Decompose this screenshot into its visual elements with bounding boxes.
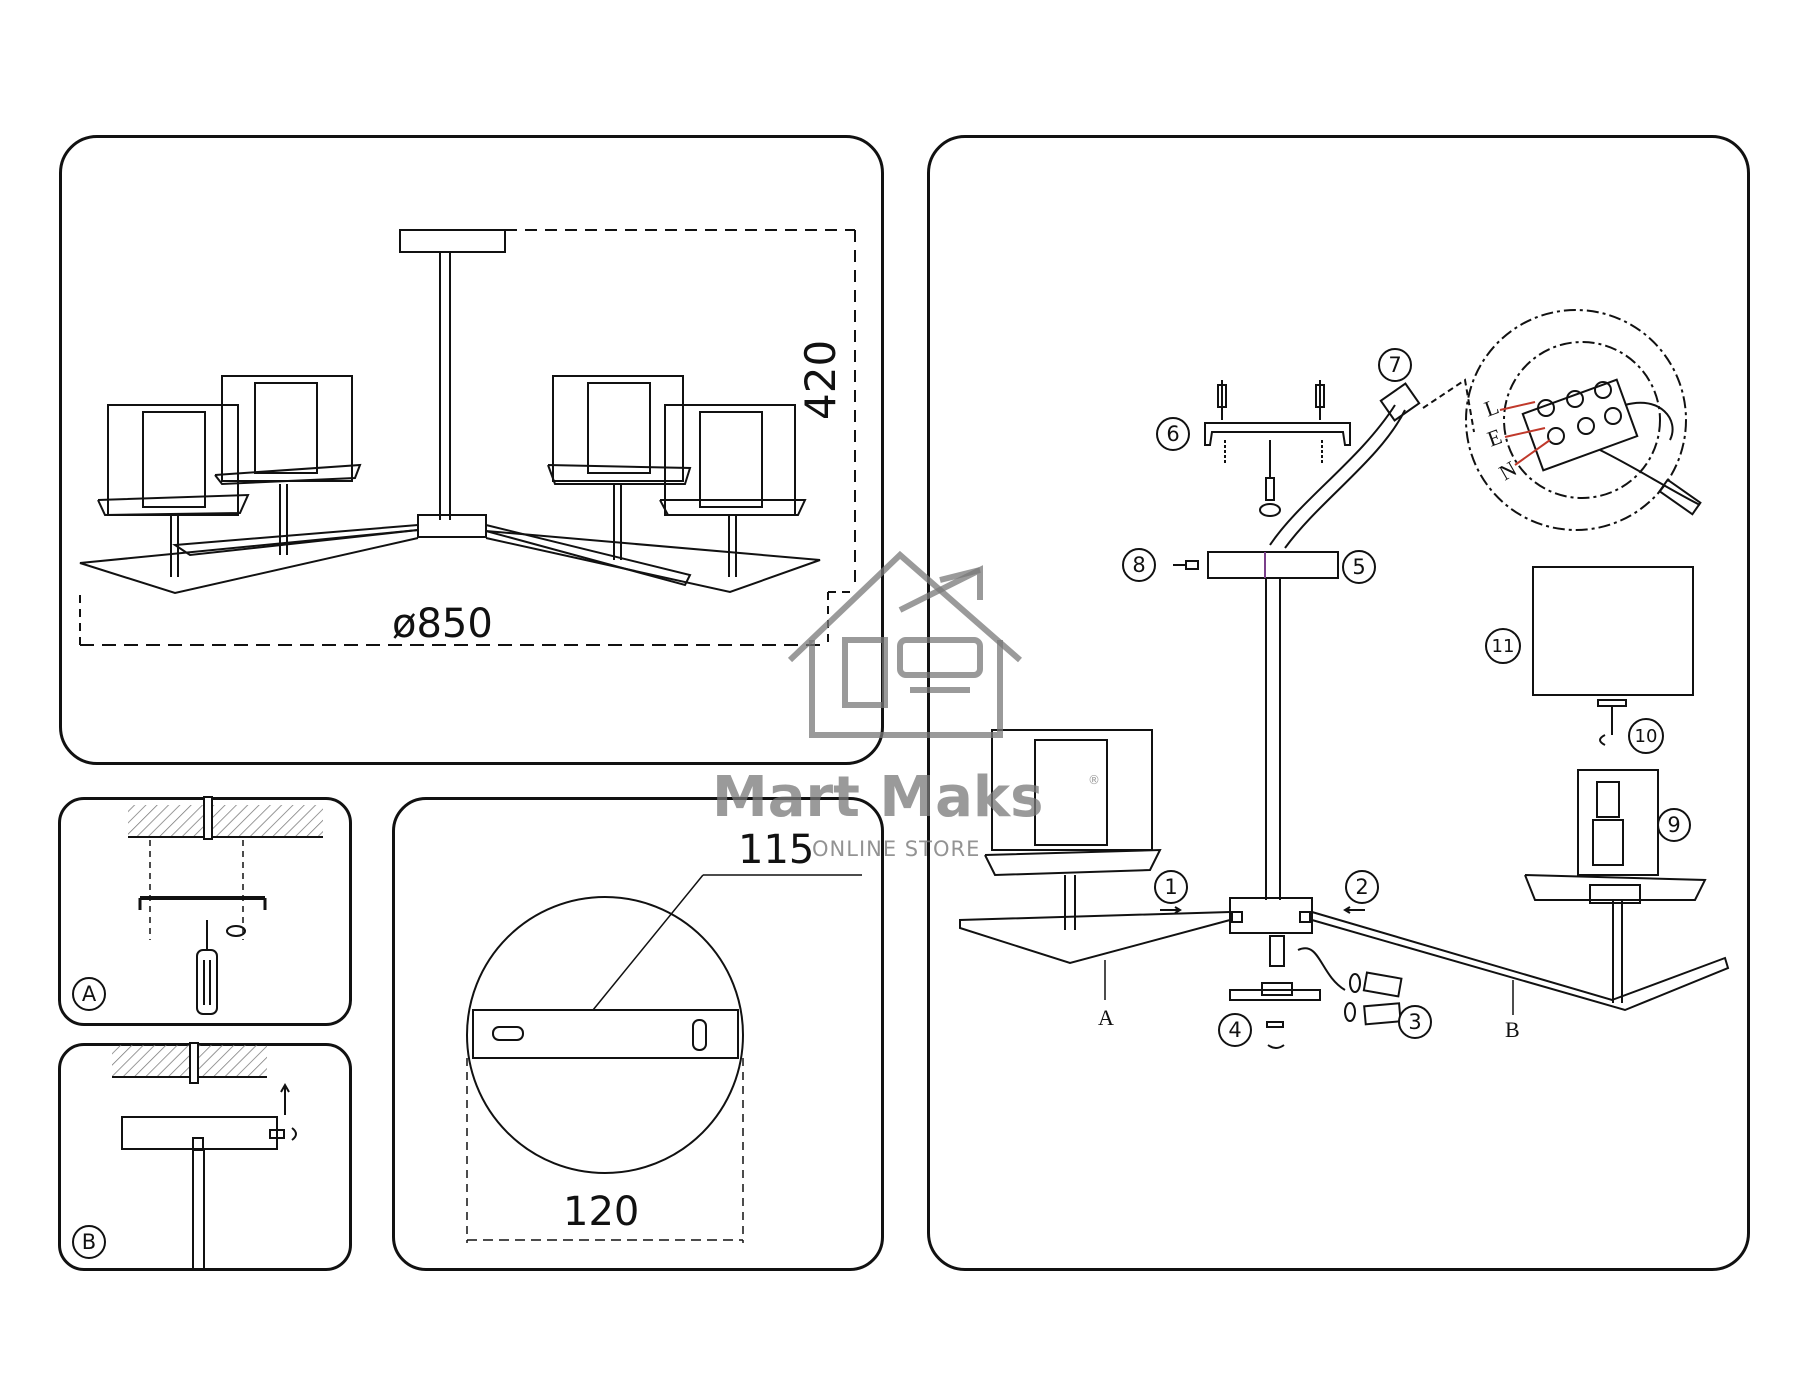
arm-a [959, 911, 1231, 965]
callout-1: 1 [1154, 870, 1188, 904]
arm-b [1311, 911, 1730, 1012]
callout-10: 10 [1628, 718, 1664, 754]
dimensions-panel [59, 135, 884, 765]
callout-4: 4 [1218, 1013, 1252, 1047]
assembly-panel [927, 135, 1750, 1271]
lamp-shade [1532, 566, 1694, 696]
step-a-badge: A [72, 977, 106, 1011]
callout-9: 9 [1657, 808, 1691, 842]
watermark-brand: Mart Maks [712, 765, 1044, 830]
canopy-diameter-dimension: 120 [563, 1189, 640, 1235]
canopy [399, 229, 506, 253]
lamp-right-back [547, 375, 692, 560]
callout-5: 5 [1342, 550, 1376, 584]
arm-b-label: B [1505, 1017, 1520, 1042]
arm-a-label: A [1098, 1005, 1114, 1030]
mounting-bracket [1204, 380, 1351, 517]
callout-7: 7 [1378, 348, 1412, 382]
terminal-block-detail [1521, 378, 1702, 516]
lamp-left-back [214, 375, 362, 555]
diameter-dimension: ø850 [392, 601, 493, 647]
lamp-left-front [97, 404, 250, 577]
canopy-circle [466, 896, 744, 1174]
lamp-right-front [659, 404, 807, 577]
plate-length-dimension: 115 [738, 827, 815, 873]
callout-6: 6 [1156, 417, 1190, 451]
callout-2: 2 [1345, 870, 1379, 904]
detail-circle-outer [1465, 309, 1687, 531]
watermark-tagline: ONLINE STORE [812, 837, 981, 861]
callout-8: 8 [1122, 548, 1156, 582]
assembly-canopy [1207, 551, 1339, 579]
callout-11: 11 [1485, 628, 1521, 664]
step-b-badge: B [72, 1225, 106, 1259]
assembly-hub [1229, 897, 1313, 934]
callout-3: 3 [1398, 1005, 1432, 1039]
watermark-registered-mark: ® [1088, 773, 1100, 787]
